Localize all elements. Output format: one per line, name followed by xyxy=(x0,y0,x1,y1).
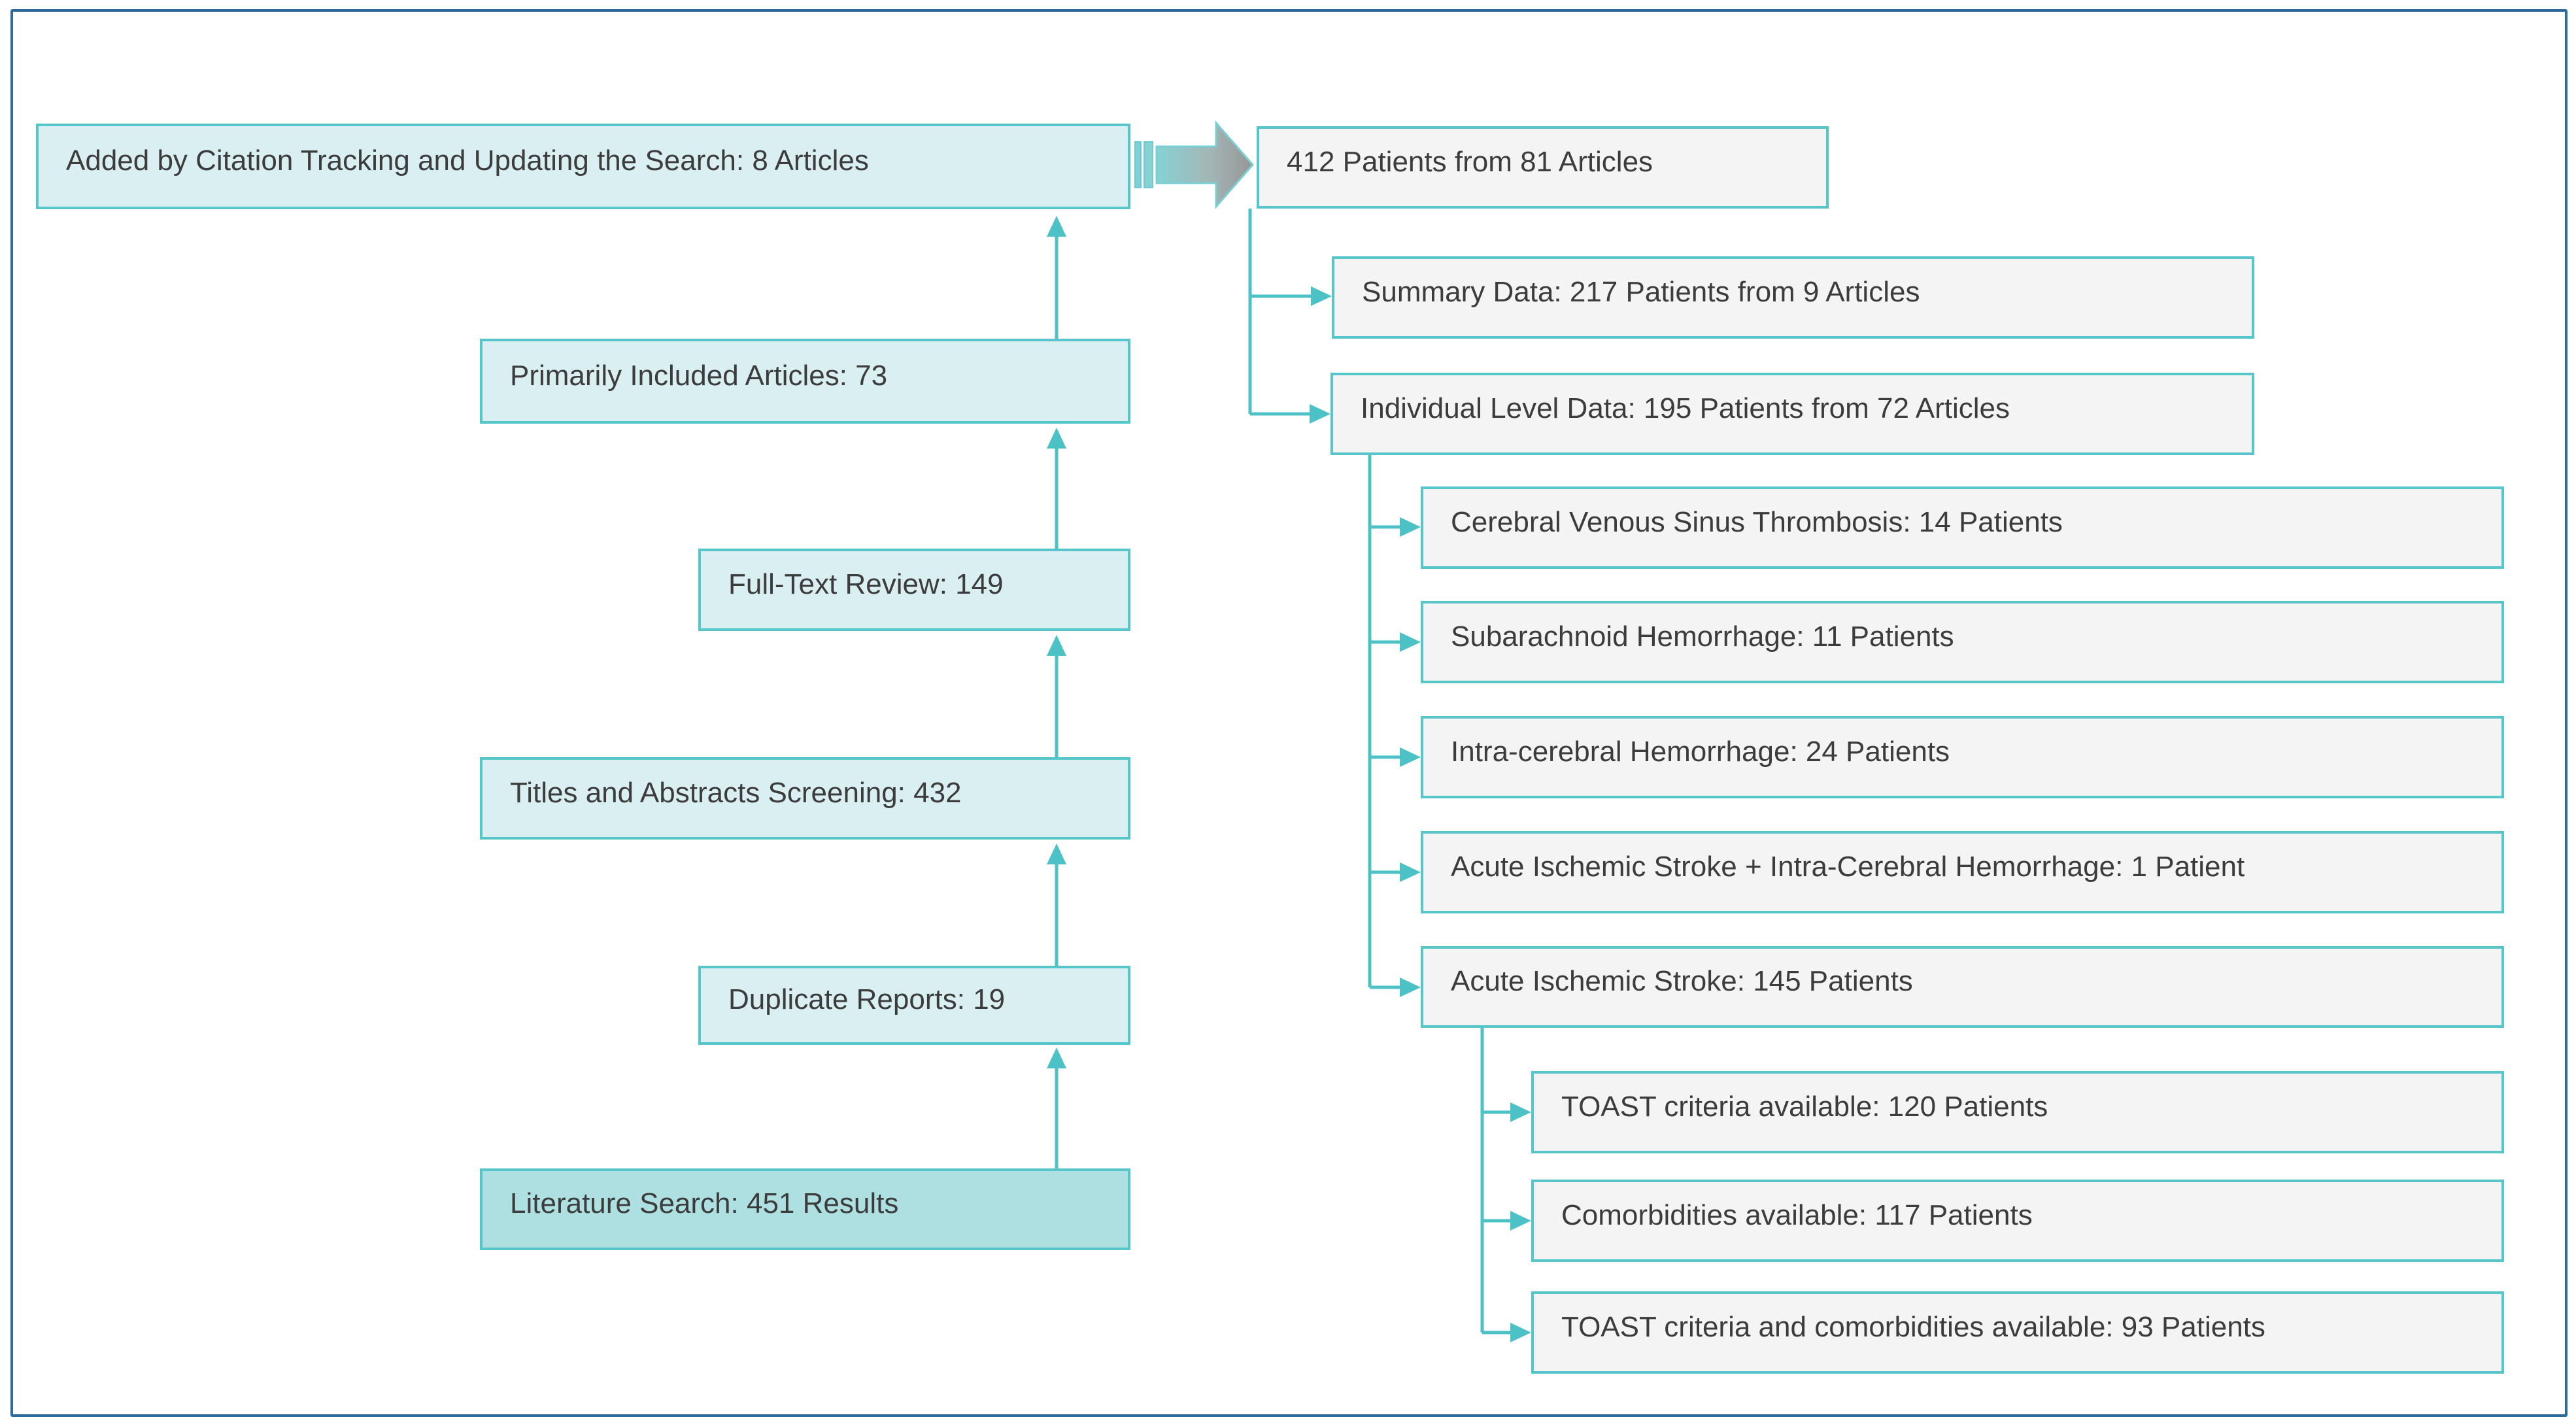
up-arrow-literature-to-duplicates xyxy=(1047,1047,1066,1168)
box-comorbidities: Comorbidities available: 117 Patients xyxy=(1531,1180,2504,1262)
box-patients-total-label: 412 Patients from 81 Articles xyxy=(1287,145,1653,178)
box-citation-tracking-label: Added by Citation Tracking and Updating … xyxy=(66,144,869,177)
box-comorbidities-label: Comorbidities available: 117 Patients xyxy=(1561,1198,2033,1231)
big-arrow xyxy=(1134,120,1254,209)
box-literature-search: Literature Search: 451 Results xyxy=(480,1168,1130,1250)
box-toast-comorbidities-label: TOAST criteria and comorbidities availab… xyxy=(1561,1310,2265,1343)
branch-individual-level xyxy=(1368,455,1421,997)
box-ich: Intra-cerebral Hemorrhage: 24 Patients xyxy=(1421,716,2504,798)
box-individual-level-data: Individual Level Data: 195 Patients from… xyxy=(1330,373,2254,455)
box-sah: Subarachnoid Hemorrhage: 11 Patients xyxy=(1421,601,2504,683)
box-full-text-review-label: Full-Text Review: 149 xyxy=(728,568,1004,600)
box-titles-abstracts-screening: Titles and Abstracts Screening: 432 xyxy=(480,757,1130,840)
box-literature-search-label: Literature Search: 451 Results xyxy=(510,1187,899,1220)
box-summary-data: Summary Data: 217 Patients from 9 Articl… xyxy=(1332,256,2254,339)
box-toast: TOAST criteria available: 120 Patients xyxy=(1531,1071,2504,1153)
box-individual-level-label: Individual Level Data: 195 Patients from… xyxy=(1361,392,2010,424)
box-cvst-label: Cerebral Venous Sinus Thrombosis: 14 Pat… xyxy=(1451,505,2063,538)
up-arrow-duplicates-to-titles xyxy=(1047,843,1066,966)
box-titles-abstracts-label: Titles and Abstracts Screening: 432 xyxy=(510,776,962,809)
branch-patients-total xyxy=(1248,209,1332,424)
box-primarily-included-label: Primarily Included Articles: 73 xyxy=(510,359,888,392)
box-full-text-review: Full-Text Review: 149 xyxy=(698,549,1130,631)
box-summary-data-label: Summary Data: 217 Patients from 9 Articl… xyxy=(1362,275,1920,308)
box-duplicate-reports-label: Duplicate Reports: 19 xyxy=(728,983,1006,1016)
box-ais-label: Acute Ischemic Stroke: 145 Patients xyxy=(1451,965,1913,998)
box-toast-comorbidities: TOAST criteria and comorbidities availab… xyxy=(1531,1291,2504,1374)
box-ich-label: Intra-cerebral Hemorrhage: 24 Patients xyxy=(1451,735,1950,768)
box-ais: Acute Ischemic Stroke: 145 Patients xyxy=(1421,946,2504,1028)
box-ais-ich: Acute Ischemic Stroke + Intra-Cerebral H… xyxy=(1421,831,2504,913)
box-cvst: Cerebral Venous Sinus Thrombosis: 14 Pat… xyxy=(1421,486,2504,569)
box-citation-tracking: Added by Citation Tracking and Updating … xyxy=(36,124,1130,209)
box-patients-total: 412 Patients from 81 Articles xyxy=(1257,126,1829,209)
up-arrow-titles-to-fulltext xyxy=(1047,635,1066,757)
box-ais-ich-label: Acute Ischemic Stroke + Intra-Cerebral H… xyxy=(1451,850,2245,883)
box-toast-label: TOAST criteria available: 120 Patients xyxy=(1561,1090,2048,1123)
up-arrow-fulltext-to-primarily xyxy=(1047,428,1066,549)
branch-ais xyxy=(1480,1028,1531,1342)
box-duplicate-reports: Duplicate Reports: 19 xyxy=(698,966,1130,1045)
up-arrow-primarily-to-citation xyxy=(1047,216,1066,339)
box-primarily-included: Primarily Included Articles: 73 xyxy=(480,339,1130,424)
box-sah-label: Subarachnoid Hemorrhage: 11 Patients xyxy=(1451,620,1954,653)
